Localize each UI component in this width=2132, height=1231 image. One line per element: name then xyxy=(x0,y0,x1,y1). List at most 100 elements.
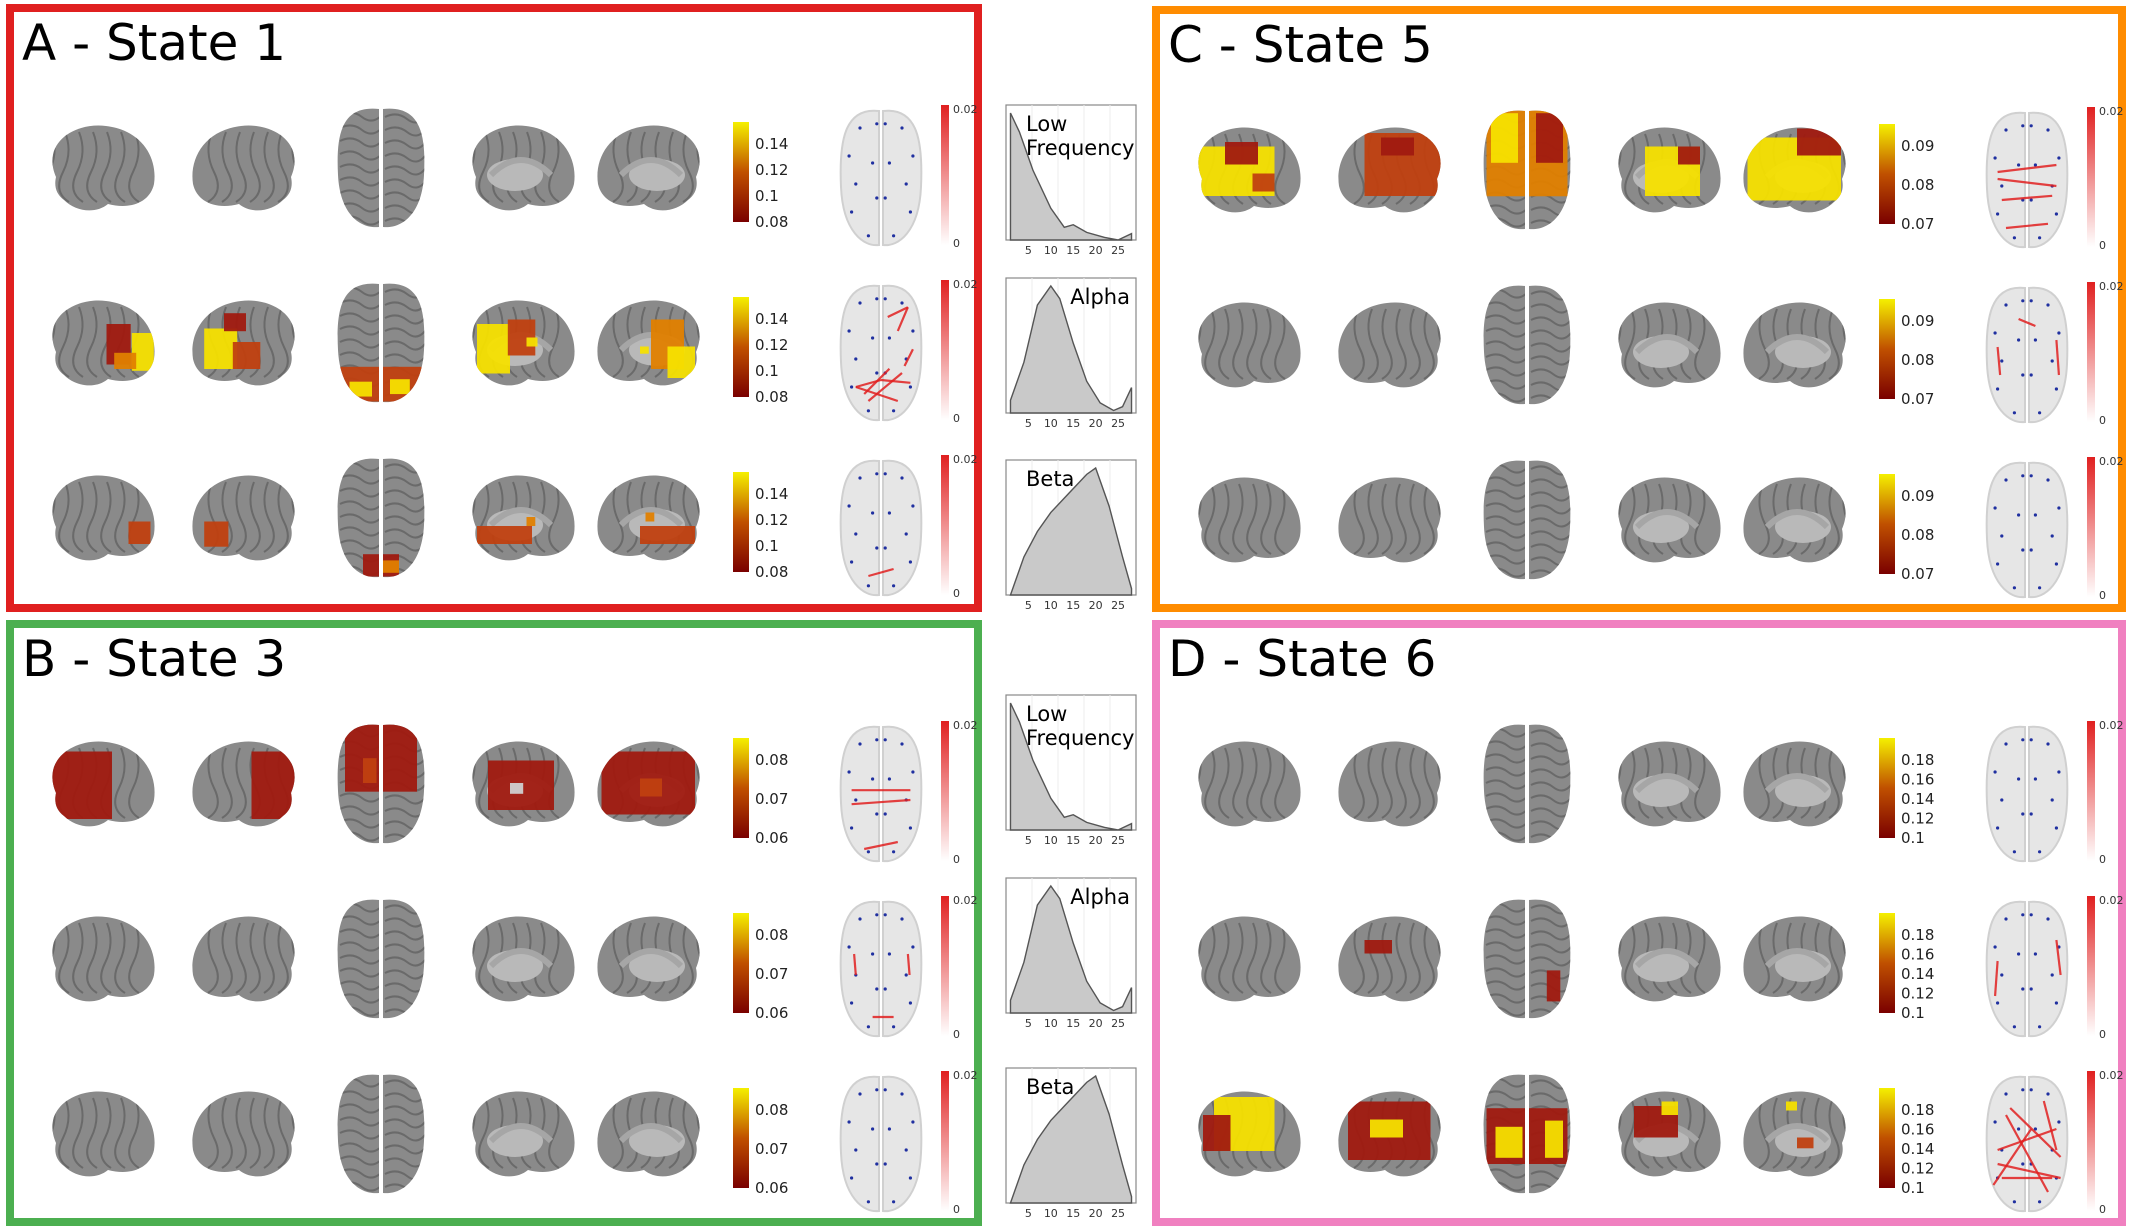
brain-right-view xyxy=(192,741,295,827)
brain-right-view xyxy=(1338,741,1441,827)
panel-border xyxy=(1152,6,2126,612)
state-row: 0.080.070.060.020 xyxy=(52,1069,978,1216)
connectivity-node xyxy=(2021,913,2025,917)
connectivity-colorbar xyxy=(941,896,949,1036)
connectivity-edge xyxy=(2005,1114,2049,1193)
brain-left-view xyxy=(1198,302,1301,388)
state-row: 0.180.160.140.120.10.020 xyxy=(1198,719,2124,866)
connectivity-node xyxy=(2004,917,2008,921)
band-label: Low xyxy=(1026,112,1067,136)
connectivity-node xyxy=(1993,1120,1997,1124)
colorbar-tick-label: 0.1 xyxy=(1901,829,1925,847)
colorbar-tick-label: 0.08 xyxy=(1901,351,1934,369)
brain-left-view xyxy=(52,475,155,561)
activation-colorbar: 0.180.160.140.120.1 xyxy=(1879,738,1934,847)
brain-medial-l-view xyxy=(472,125,575,211)
connectivity-node xyxy=(900,917,904,921)
connectivity-node xyxy=(1996,826,2000,830)
band-label: Beta xyxy=(1026,1075,1074,1099)
connectivity-colorbar xyxy=(941,721,949,861)
brain-medial-r-view xyxy=(597,916,700,1002)
connectivity-node xyxy=(2054,826,2058,830)
brain-medial-r-view xyxy=(597,300,700,386)
connectivity-edge xyxy=(1997,177,2057,188)
connectivity-node xyxy=(911,770,915,774)
colorbar-tick-label: 0.16 xyxy=(1901,946,1934,964)
connectivity-node xyxy=(2046,303,2050,307)
connectivity-edge xyxy=(2005,222,2049,230)
connectivity-node xyxy=(1993,156,1997,160)
connectivity-node xyxy=(875,122,879,126)
brain-medial-l-view xyxy=(472,475,575,561)
state-row: 0.080.070.060.020 xyxy=(52,894,978,1041)
connectivity-min-label: 0 xyxy=(953,587,960,600)
brain-right-view xyxy=(1338,127,1441,213)
connectivity-max-label: 0.02 xyxy=(953,1069,978,1082)
connectivity-max-label: 0.02 xyxy=(2099,105,2124,118)
panel-title: A - State 1 xyxy=(22,14,286,72)
brain-top-view xyxy=(337,458,425,578)
colorbar-tick-label: 0.08 xyxy=(755,388,788,406)
spectrum-tick-label: 20 xyxy=(1089,1017,1103,1030)
connectivity-node xyxy=(1996,387,2000,391)
connectivity-node xyxy=(908,560,913,564)
brain-right-view xyxy=(1338,477,1441,563)
connectivity-node xyxy=(854,798,858,802)
brain-top-view xyxy=(337,1074,425,1194)
connectivity-node xyxy=(854,357,858,361)
connectivity-node xyxy=(2054,562,2058,566)
brain-top-view xyxy=(1483,110,1571,230)
spectrum-tick-label: 5 xyxy=(1025,599,1032,612)
connectivity-edge xyxy=(2001,194,2053,202)
state-row: 0.140.120.10.080.020 xyxy=(52,453,978,600)
connectivity-min-label: 0 xyxy=(953,853,960,866)
connectivity-node xyxy=(2000,973,2004,977)
colorbar-tick-label: 0.14 xyxy=(755,485,788,503)
brain-left-view xyxy=(1198,1091,1301,1177)
connectivity-max-label: 0.02 xyxy=(2099,280,2124,293)
connectivity-node xyxy=(2021,1162,2025,1166)
connectivity-min-label: 0 xyxy=(2099,853,2106,866)
connectivity-node xyxy=(875,546,879,550)
connectivity-node xyxy=(875,1088,879,1092)
brain-top-view xyxy=(337,899,425,1019)
colorbar-tick-label: 0.06 xyxy=(755,1004,788,1022)
connectivity-node xyxy=(892,584,896,588)
band-label: Beta xyxy=(1026,467,1074,491)
brain-top-view xyxy=(1483,899,1571,1019)
connectivity-node xyxy=(911,1120,915,1124)
colorbar-tick-label: 0.14 xyxy=(1901,790,1934,808)
band-label: Alpha xyxy=(1070,285,1130,309)
connectivity-node xyxy=(850,560,854,564)
state-row: 0.090.080.070.020 xyxy=(1198,105,2124,252)
connectivity-node xyxy=(2017,1127,2021,1131)
brain-left-view xyxy=(1198,916,1301,1002)
spectrum-tick-label: 10 xyxy=(1044,1207,1058,1220)
connectivity-node xyxy=(892,409,896,413)
brain-left-view xyxy=(52,125,155,211)
brain-top-view xyxy=(1483,285,1571,405)
connectivity-node xyxy=(904,182,908,186)
brain-right-view xyxy=(192,1091,295,1177)
colorbar-tick-label: 0.12 xyxy=(1901,810,1934,828)
brain-medial-l-view xyxy=(1618,302,1721,388)
connectivity-node xyxy=(908,385,913,389)
brain-medial-r-view xyxy=(1743,477,1846,563)
connectivity-node xyxy=(871,1127,875,1131)
connectivity-node xyxy=(1993,506,1997,510)
spectrum-area xyxy=(1009,884,1133,1014)
connectivity-node xyxy=(847,770,851,774)
brain-medial-l-view xyxy=(1618,741,1721,827)
connectivity-min-label: 0 xyxy=(953,237,960,250)
connectivity-node xyxy=(883,1088,887,1092)
colorbar-tick-label: 0.08 xyxy=(755,213,788,231)
connectivity-node xyxy=(866,584,871,588)
connectivity-node xyxy=(871,161,875,165)
spectrum-tick-label: 15 xyxy=(1066,1207,1080,1220)
spectrum-tick-label: 10 xyxy=(1044,1017,1058,1030)
activation-colorbar: 0.180.160.140.120.1 xyxy=(1879,1088,1934,1197)
connectivity-node xyxy=(1993,331,1997,335)
connectivity-colorbar xyxy=(2087,896,2095,1036)
colorbar-tick-label: 0.06 xyxy=(755,829,788,847)
